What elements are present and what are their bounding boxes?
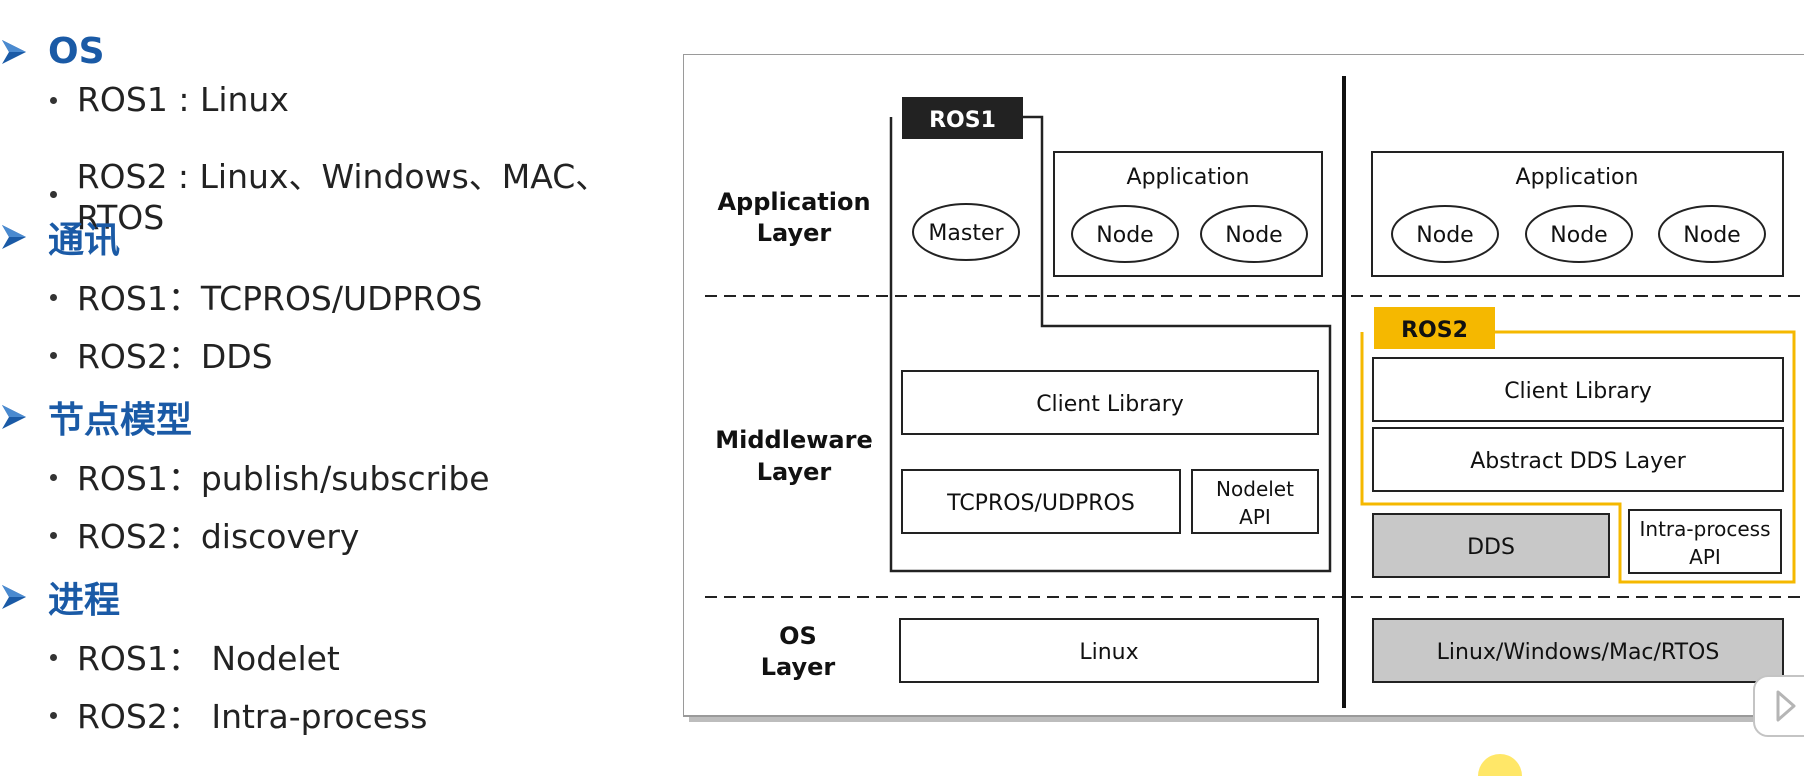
section-process: 进程 [0, 571, 120, 623]
list-item: ROS1：TCPROS/UDPROS [50, 272, 482, 320]
ros1-application-label: Application [1127, 165, 1250, 190]
application-layer-label-2: Layer [757, 219, 832, 247]
ros1-outline [889, 115, 1332, 573]
ros1-node-label: Node [1096, 223, 1153, 248]
dds-box [1372, 513, 1610, 578]
arrow-icon [2, 585, 26, 609]
middleware-layer-label-2: Layer [757, 458, 832, 486]
list-item-text: ROS2： Intra-process [77, 697, 428, 736]
ros1-tag-label: ROS1 [929, 108, 996, 133]
arrow-icon [2, 39, 26, 64]
nodelet-api-label: API [1239, 505, 1271, 529]
ros1-os-box [899, 618, 1319, 683]
ros2-os-box [1372, 618, 1784, 683]
list-item: ROS1： Nodelet [50, 632, 340, 680]
ros2-node [1658, 205, 1766, 263]
ros2-node [1391, 205, 1499, 263]
bullet-dot [50, 191, 57, 198]
intra-process-api-label: API [1689, 545, 1721, 569]
list-item: ROS2 : Linux、Windows、MAC、RTOS [50, 150, 660, 237]
nodelet-label: Nodelet [1216, 477, 1294, 501]
abstract-dds-label: Abstract DDS Layer [1470, 449, 1686, 474]
ros2-client-library [1372, 357, 1784, 422]
middleware-layer-label: Middleware [715, 426, 872, 454]
architecture-diagram: Application Layer Middleware Layer OS La… [683, 54, 1804, 724]
intra-process-label: Intra-process [1640, 517, 1771, 541]
bullet-dot [50, 351, 57, 359]
application-layer-label: Application [717, 188, 870, 216]
ros1-node-label: Node [1225, 223, 1282, 248]
list-item: ROS2：discovery [50, 510, 359, 558]
bullet-dot [50, 97, 57, 104]
list-item-text: ROS1： Nodelet [77, 639, 340, 678]
ros1-node [1071, 205, 1179, 263]
section-title: 节点模型 [48, 400, 193, 441]
bullet-list: OS ROS1 : Linux ROS2 : Linux、Windows、MAC… [0, 0, 660, 776]
list-item: ROS1 : Linux [50, 80, 289, 119]
master-label: Master [928, 221, 1004, 246]
ros2-node [1525, 205, 1633, 263]
os-layer-label-2: Layer [761, 653, 836, 681]
section-os: OS [0, 31, 105, 72]
ros1-node [1200, 205, 1308, 263]
section-comm: 通讯 [0, 211, 120, 263]
play-icon[interactable] [1752, 668, 1804, 744]
abstract-dds-layer [1372, 427, 1784, 492]
section-title: OS [48, 31, 105, 72]
arrow-icon [2, 405, 26, 429]
bullet-dot [50, 293, 57, 301]
ros2-outline [1360, 330, 1796, 584]
ros2-node-label: Node [1416, 223, 1473, 248]
list-item: ROS2：DDS [50, 330, 273, 378]
bullet-dot [50, 653, 57, 661]
ros2-os-label: Linux/Windows/Mac/RTOS [1437, 640, 1720, 665]
section-title: 进程 [48, 580, 121, 621]
diagram-svg: Application Layer Middleware Layer OS La… [683, 54, 1804, 722]
list-item-text: ROS1 : Linux [77, 80, 289, 119]
ros1-transport-label: TCPROS/UDPROS [946, 491, 1135, 516]
list-item-text: ROS1：TCPROS/UDPROS [77, 279, 483, 318]
ros1-client-library-label: Client Library [1036, 392, 1184, 417]
pointer-highlight [1478, 754, 1522, 776]
ros1-transport [901, 469, 1181, 534]
ros2-tag [1374, 307, 1495, 349]
ros1-tag [902, 97, 1023, 139]
ros2-client-library-label: Client Library [1504, 379, 1652, 404]
nodelet-api-box [1191, 469, 1319, 534]
ros2-tag-label: ROS2 [1401, 318, 1468, 343]
video-play-control[interactable] [1752, 668, 1804, 749]
bullet-dot [50, 473, 57, 481]
section-title: 通讯 [48, 220, 121, 261]
bullet-dot [50, 711, 57, 719]
bullet-dot [50, 531, 57, 539]
ros1-client-library [901, 370, 1319, 435]
list-item: ROS1：publish/subscribe [50, 452, 490, 500]
os-layer-label: OS [779, 622, 817, 650]
list-item: ROS2： Intra-process [50, 690, 427, 738]
ros2-node-label: Node [1550, 223, 1607, 248]
ros2-node-label: Node [1683, 223, 1740, 248]
master-node [912, 203, 1020, 261]
list-item-text: ROS2：DDS [77, 337, 273, 376]
intra-process-box [1628, 509, 1782, 574]
arrow-icon [2, 225, 26, 249]
list-item-text: ROS2：discovery [77, 517, 360, 556]
list-item-text: ROS1：publish/subscribe [77, 459, 490, 498]
ros2-application-label: Application [1516, 165, 1639, 190]
dds-label: DDS [1467, 535, 1515, 560]
list-item-text: ROS2 : Linux、Windows、MAC、RTOS [76, 157, 609, 237]
section-node-model: 节点模型 [0, 391, 192, 443]
ros1-os-label: Linux [1079, 640, 1138, 665]
